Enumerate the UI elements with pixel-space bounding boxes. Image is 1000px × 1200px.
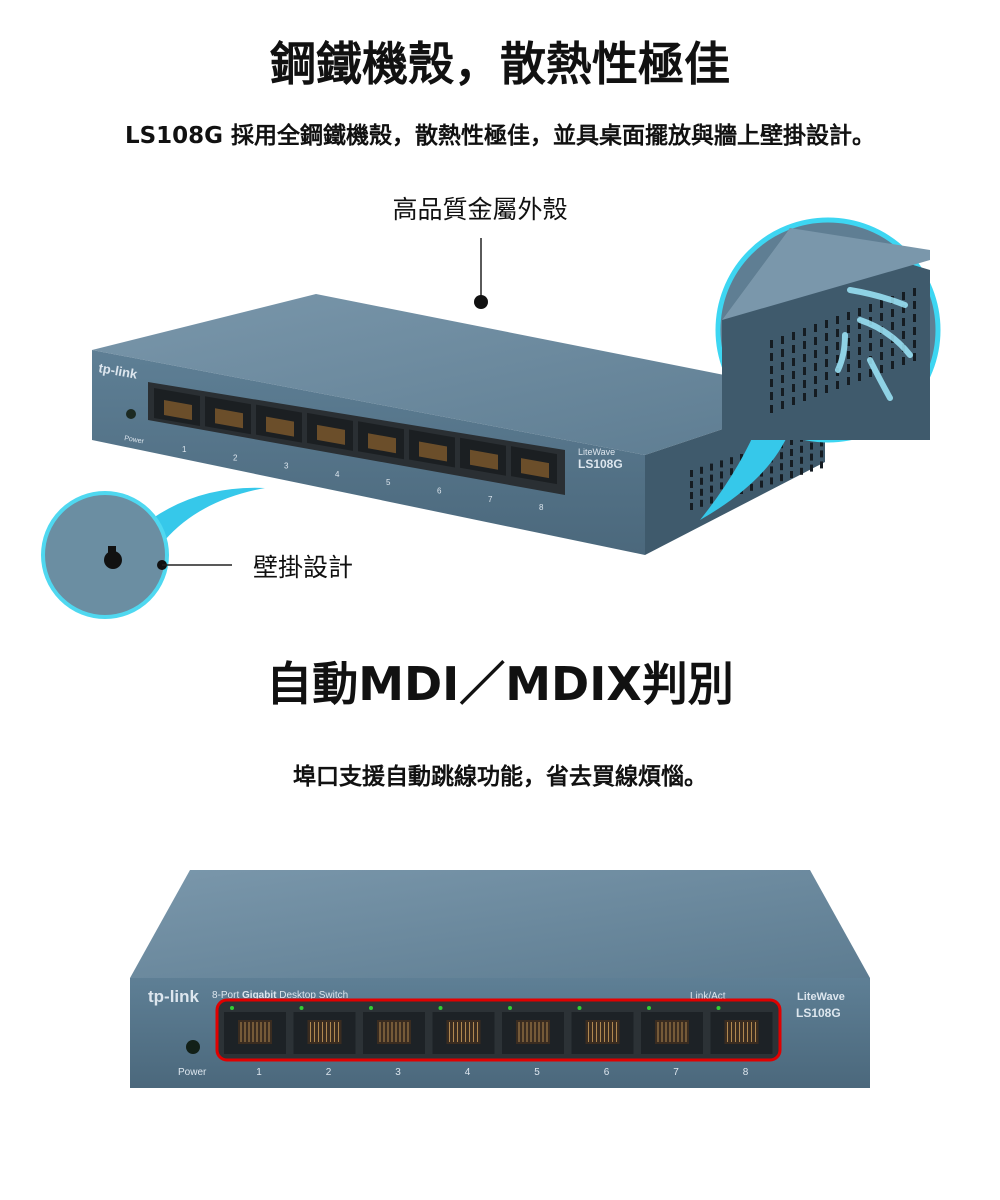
heading-steel-case: 鋼鐵機殼，散熱性極佳 — [270, 37, 730, 91]
power-label: Power — [178, 1067, 207, 1078]
port-number: 4 — [465, 1067, 471, 1078]
link-led — [299, 1006, 304, 1010]
ports-highlight — [215, 998, 782, 1062]
ethernet-port-6 — [571, 1006, 634, 1054]
ethernet-port-angled-1 — [154, 388, 200, 426]
port-number-angled: 1 — [182, 445, 187, 454]
link-led — [716, 1006, 721, 1010]
port-number: 7 — [673, 1067, 679, 1078]
ethernet-port-angled-2 — [205, 396, 251, 435]
power-label-top: Power — [124, 435, 145, 445]
ethernet-port-angled-4 — [307, 412, 353, 451]
port-number-angled: 3 — [284, 462, 289, 471]
link-led — [369, 1006, 373, 1010]
port-number: 2 — [326, 1067, 332, 1078]
port-number-angled: 6 — [437, 487, 442, 496]
ethernet-port-angled-8 — [511, 446, 557, 485]
ethernet-port-4 — [432, 1006, 495, 1054]
ethernet-port-8 — [710, 1006, 773, 1054]
port-number-angled: 4 — [335, 470, 340, 479]
callout-metal-case: 高品質金屬外殼 — [392, 195, 568, 224]
port-number-angled: 2 — [233, 453, 238, 462]
subtitle-steel-case: LS108G 採用全鋼鐵機殼，散熱性極佳，並具桌面擺放與牆上壁掛設計。 — [124, 123, 876, 149]
power-led-top — [126, 409, 136, 419]
ethernet-port-5 — [502, 1006, 564, 1054]
brand-logo-top: tp-link — [97, 360, 139, 382]
heading-auto-mdix: 自動MDI／MDIX判別 — [266, 657, 734, 711]
device-description: 8-Port Gigabit Desktop Switch — [212, 990, 348, 1001]
link-led — [647, 1006, 651, 1010]
power-led — [186, 1040, 200, 1054]
port-number: 1 — [256, 1067, 262, 1078]
series-label: LiteWave — [797, 991, 845, 1003]
ethernet-port-7 — [641, 1006, 703, 1054]
switch-angled-view: 1 2 3 4 5 6 7 8 tp-link Power LS108G LiteWave — [92, 294, 825, 555]
ethernet-port-angled-3 — [256, 404, 302, 443]
subtitle-auto-mdix: 埠口支援自動跳線功能，省去買線煩惱。 — [293, 764, 707, 790]
ethernet-port-3 — [363, 1006, 425, 1054]
link-act-label: Link/Act — [690, 991, 726, 1002]
link-led — [230, 1006, 234, 1010]
port-number-angled: 8 — [539, 503, 544, 512]
port-number: 3 — [395, 1067, 401, 1078]
port-number: 6 — [604, 1067, 610, 1078]
vent-zoom-circle — [700, 217, 941, 520]
series-label-top: LiteWave — [578, 447, 615, 457]
port-number: 8 — [743, 1067, 749, 1078]
wall-mount-zoom-circle — [41, 487, 265, 619]
model-label: LS108G — [796, 1006, 841, 1020]
port-number-angled: 7 — [488, 495, 493, 504]
switch-front-view: tp-link 8-Port Gigabit Desktop Switch Li… — [130, 870, 870, 1088]
model-label-top: LS108G — [578, 457, 623, 471]
ethernet-port-angled-6 — [409, 429, 455, 468]
link-led — [577, 1006, 582, 1010]
link-led — [438, 1006, 443, 1010]
ethernet-port-angled-5 — [358, 421, 404, 460]
port-number-angled: 5 — [386, 478, 391, 487]
ethernet-port-1 — [224, 1006, 286, 1054]
port-number: 5 — [534, 1067, 540, 1078]
callout-dot-metal — [474, 295, 488, 309]
brand-logo: tp-link — [148, 987, 200, 1006]
callout-wall-mount: 壁掛設計 — [253, 553, 354, 582]
ethernet-port-angled-7 — [460, 437, 506, 476]
ethernet-port-2 — [293, 1006, 356, 1054]
link-led — [508, 1006, 512, 1010]
